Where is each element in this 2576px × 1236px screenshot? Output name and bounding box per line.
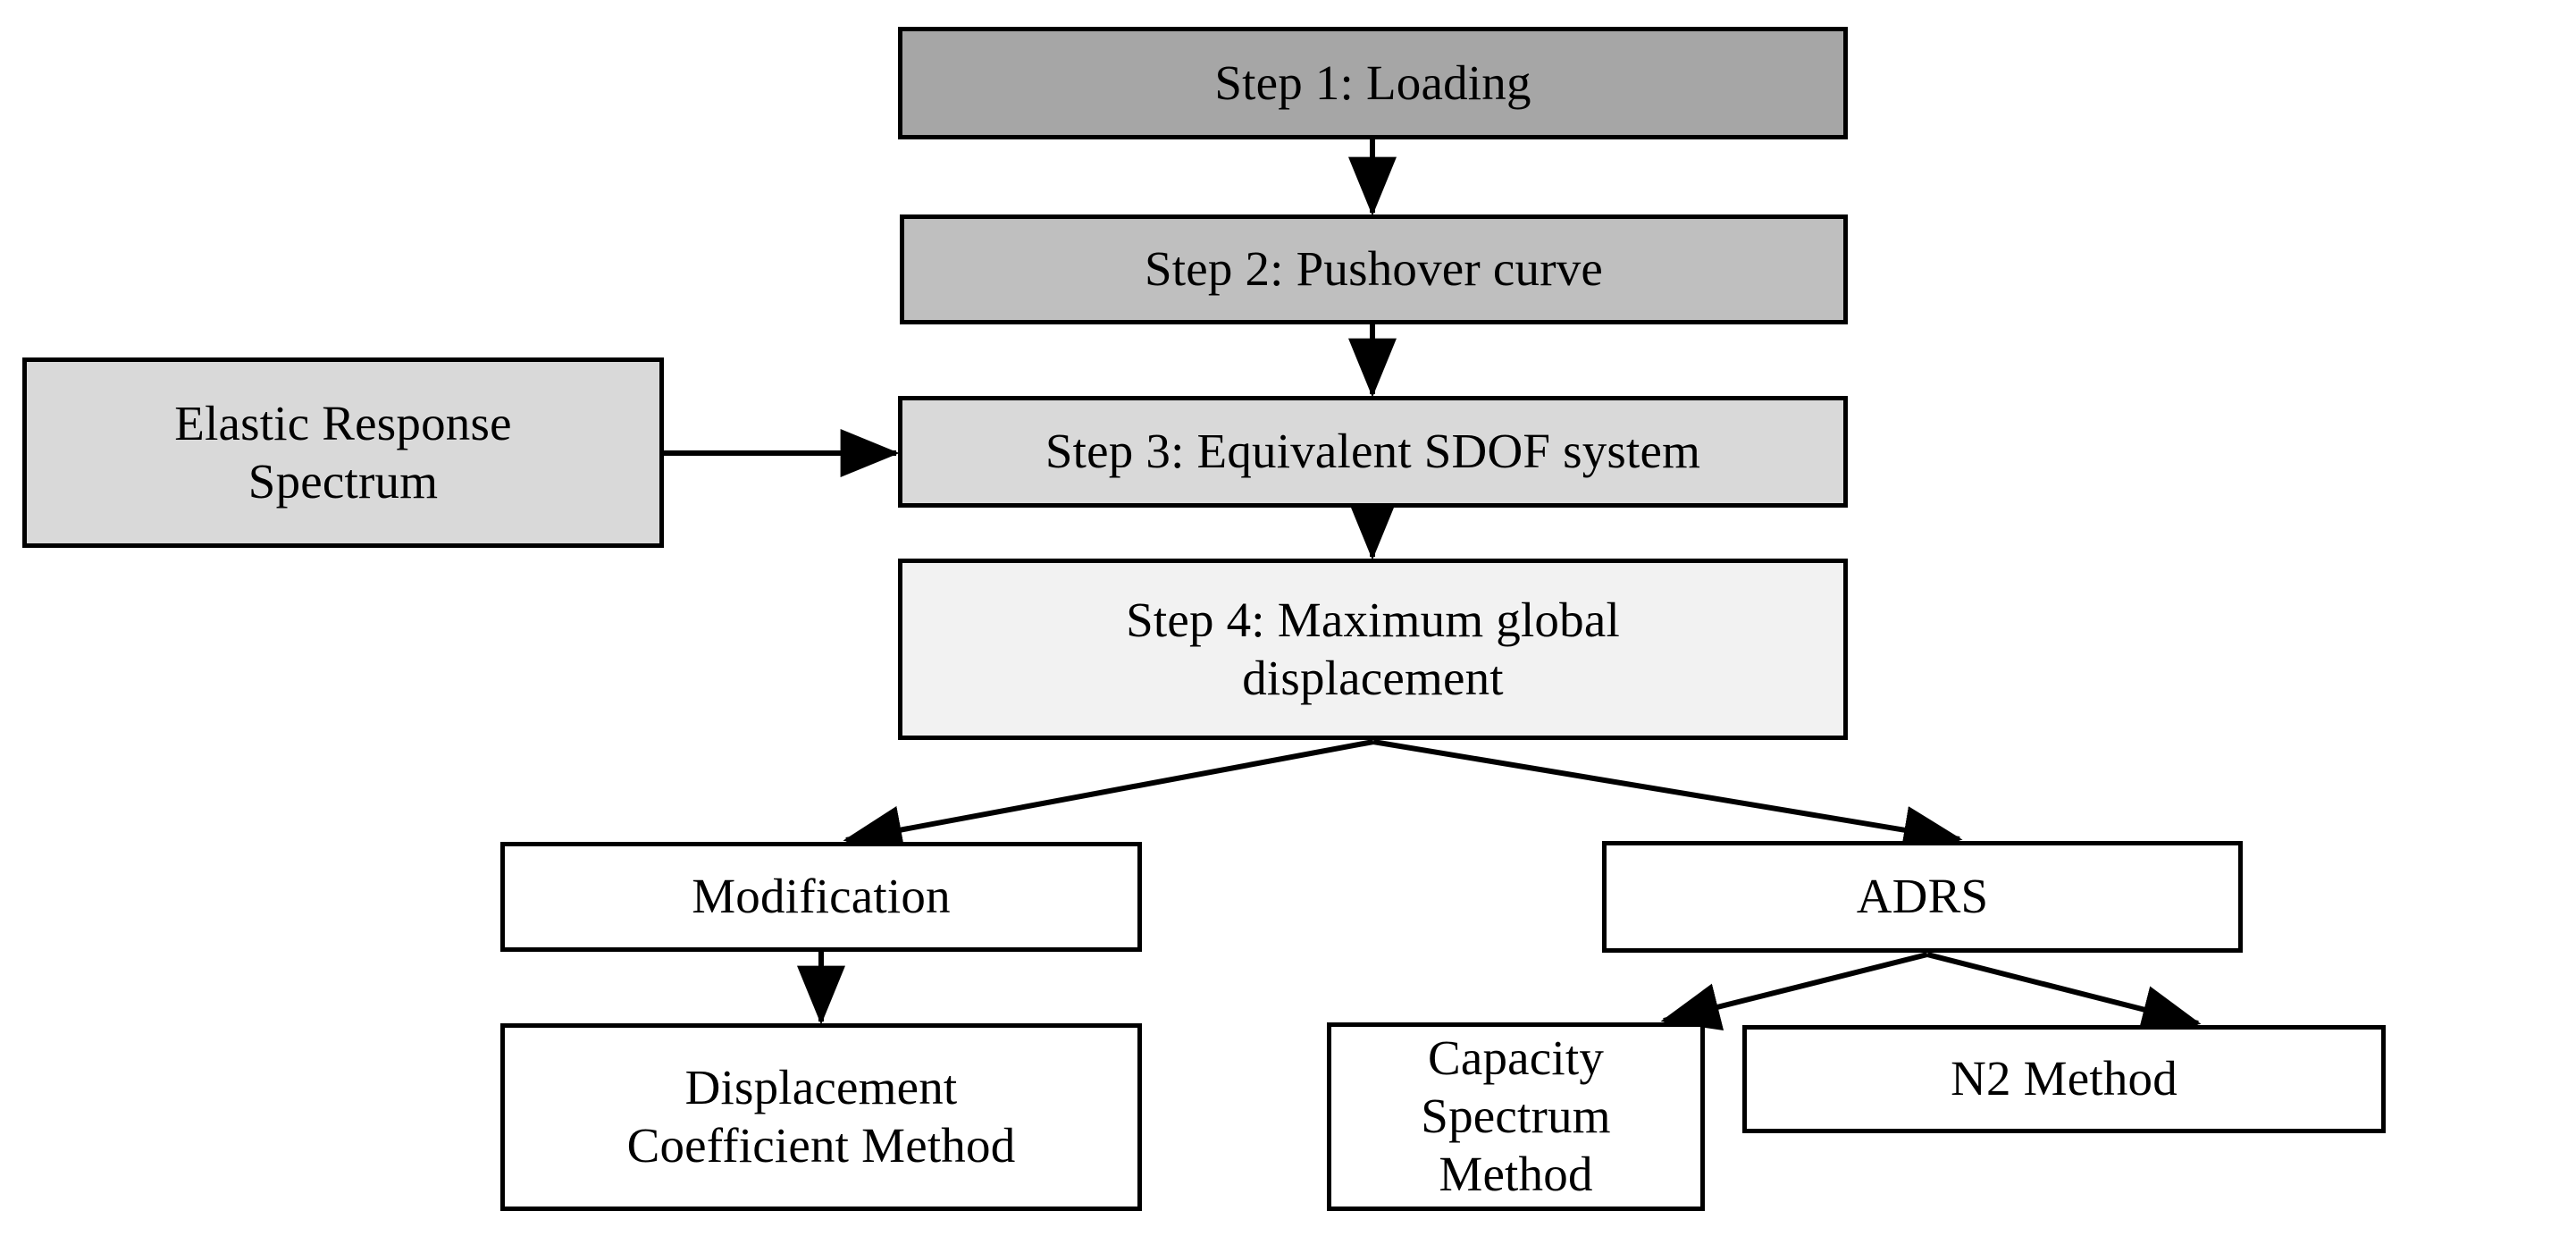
node-label-line-2: displacement [1242, 650, 1504, 705]
node-label: Step 3: Equivalent SDOF system [1045, 424, 1701, 479]
node-label: ADRS [1856, 869, 1989, 924]
node-label-line-1: Elastic Response [174, 395, 512, 450]
node-label: N2 Method [1951, 1051, 2177, 1106]
node-label-line-1: Step 4: Maximum global [1126, 592, 1620, 647]
node-label-line-1: Displacement [684, 1060, 958, 1115]
node-n2-method[interactable]: N2 Method [1742, 1025, 2386, 1133]
node-label-line-2: Spectrum [248, 453, 439, 509]
node-modification[interactable]: Modification [500, 842, 1142, 952]
node-step-3-equivalent-sdof-system[interactable]: Step 3: Equivalent SDOF system [898, 396, 1848, 508]
node-label-line-1: Capacity [1427, 1030, 1605, 1086]
edge-adrs-to-csm [1660, 952, 1928, 1031]
node-label: Modification [692, 869, 951, 924]
edge-step4-to-modification [843, 739, 1374, 854]
node-label: Step 1: Loading [1214, 55, 1531, 110]
node-step-2-pushover-curve[interactable]: Step 2: Pushover curve [900, 214, 1848, 324]
edge-adrs-to-n2 [1926, 952, 2202, 1033]
edge-step4-to-adrs [1372, 739, 1963, 854]
node-adrs[interactable]: ADRS [1602, 841, 2243, 953]
node-label: Step 2: Pushover curve [1144, 241, 1604, 297]
node-step-1-loading[interactable]: Step 1: Loading [898, 27, 1848, 139]
node-label-line-2: Spectrum Method [1421, 1089, 1611, 1201]
node-label-line-2: Coefficient Method [626, 1118, 1016, 1173]
